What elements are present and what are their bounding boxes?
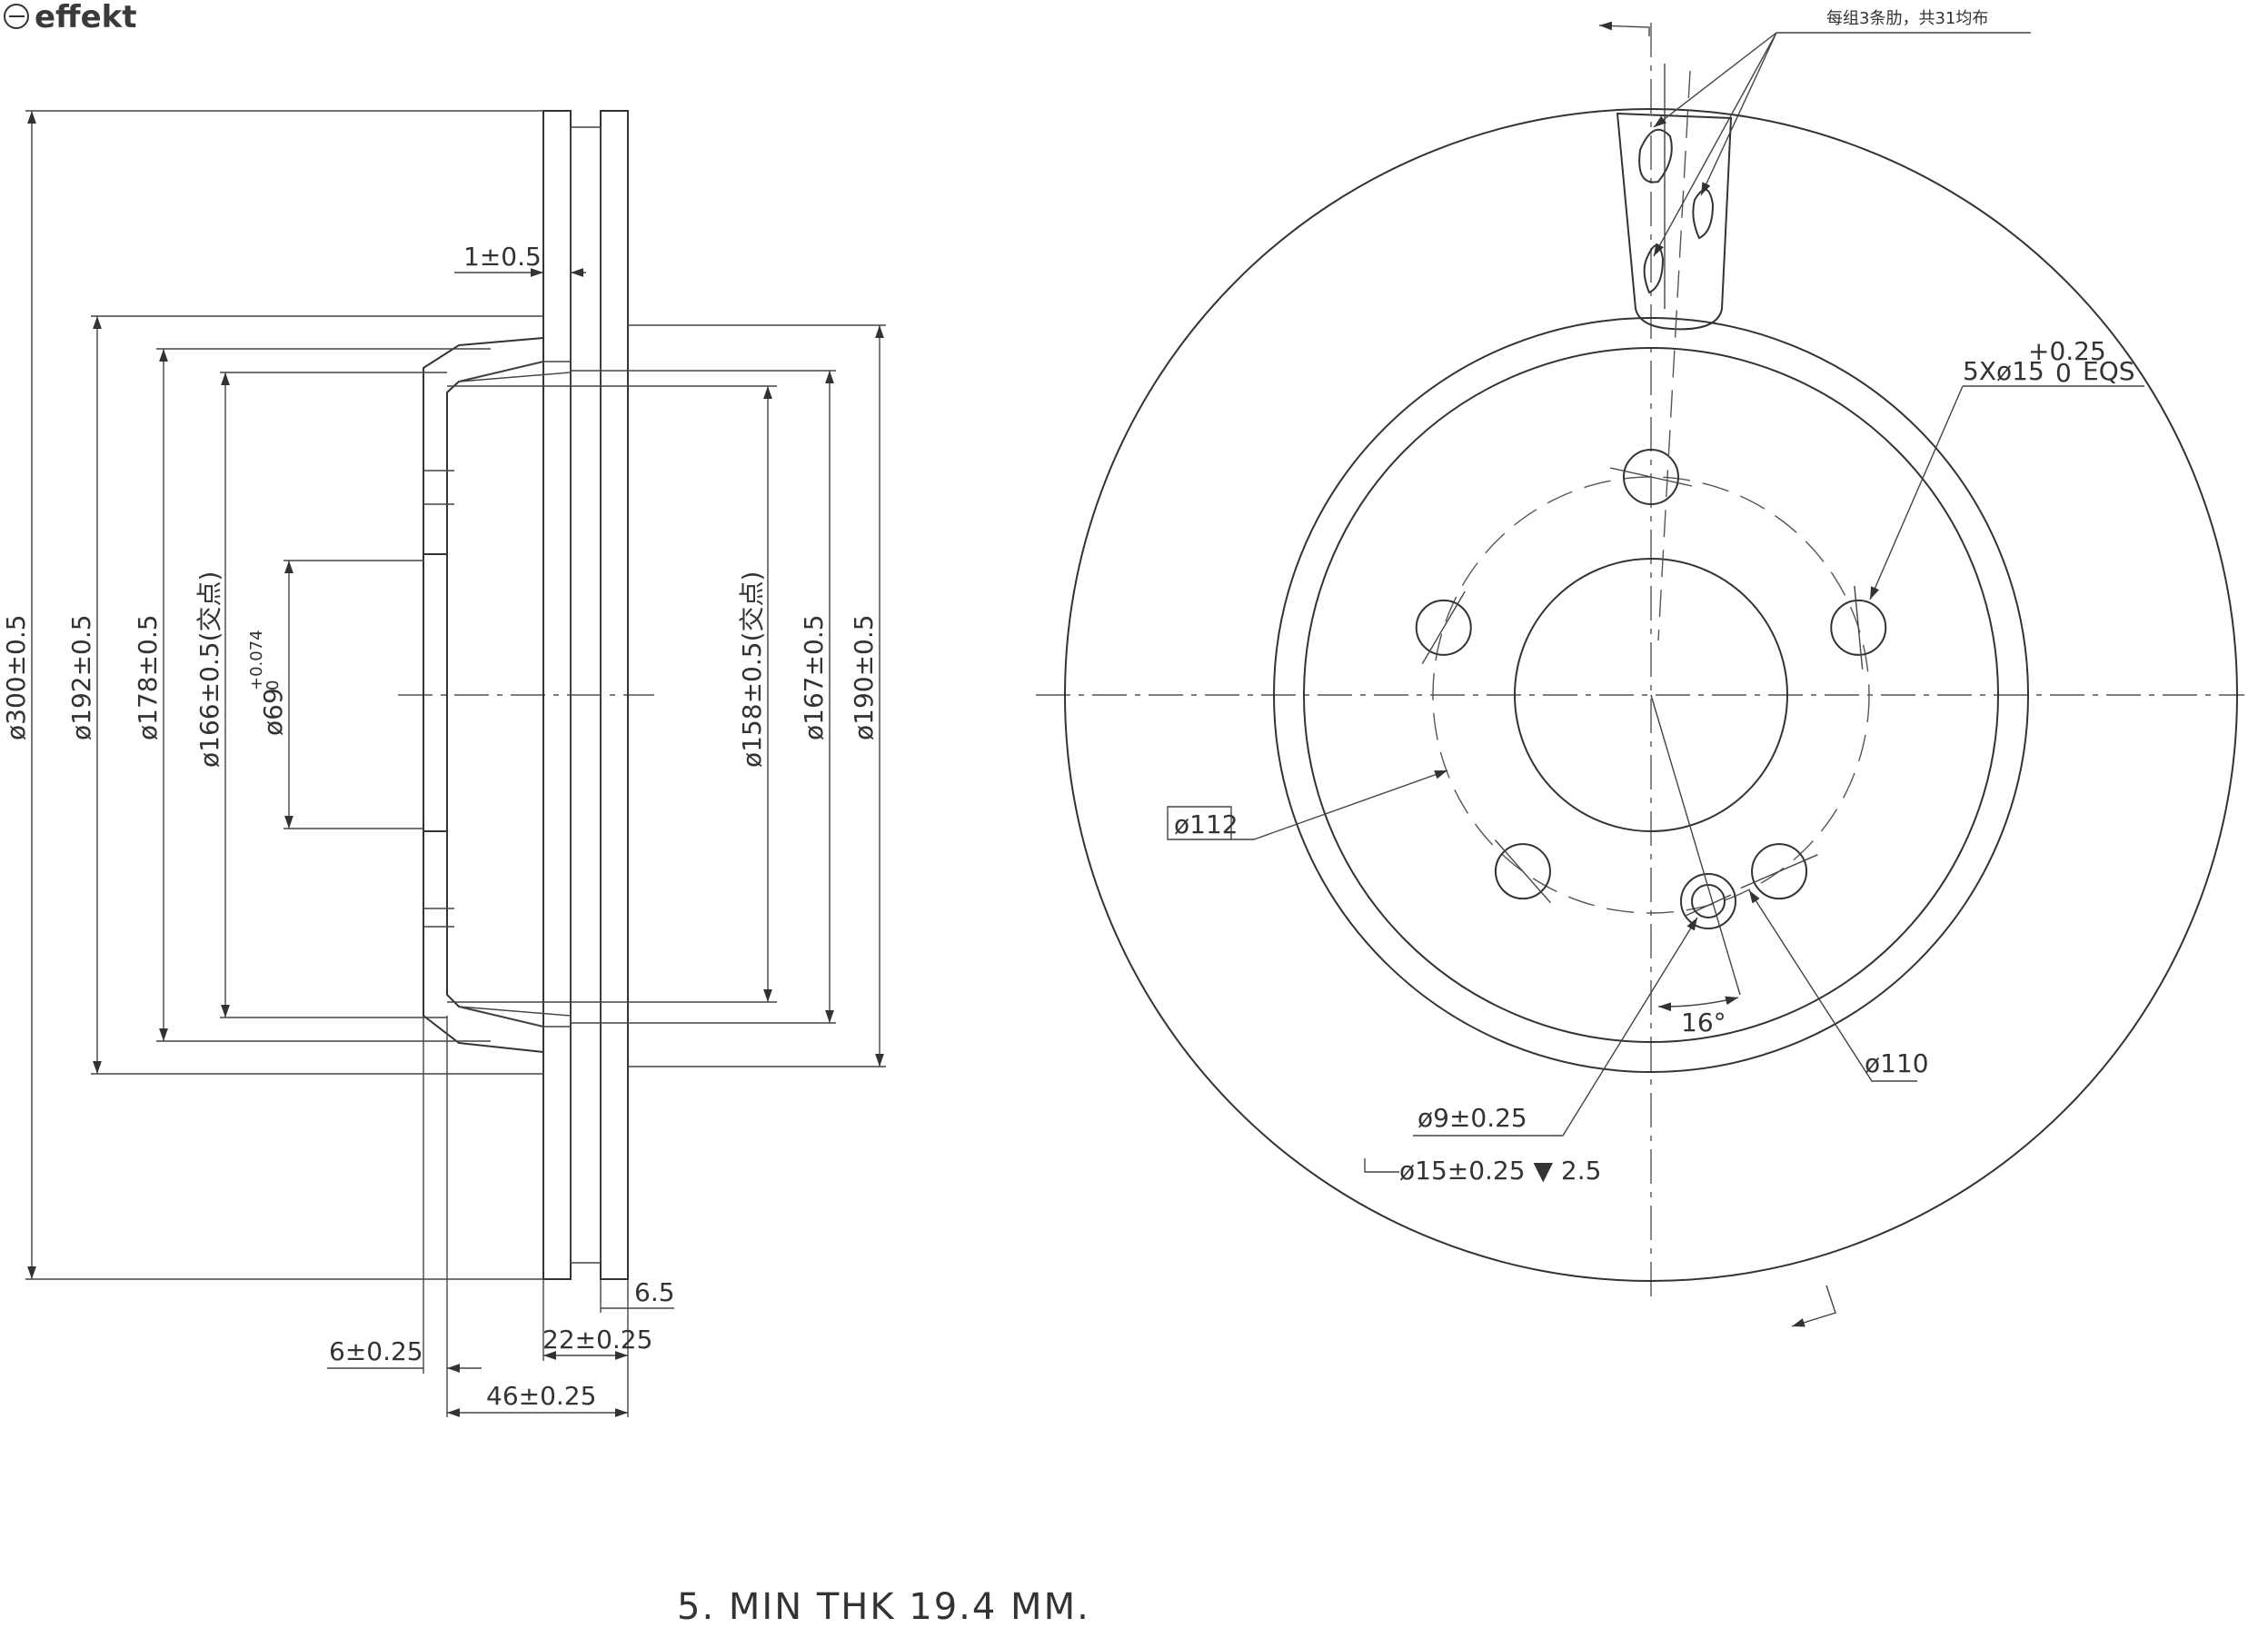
ribs-note: 每组3条肋，共31均布 [1826, 9, 1988, 28]
dim-height: 46±0.25 [486, 1381, 596, 1411]
rib-2-icon [1693, 190, 1713, 238]
rib-1-icon [1639, 130, 1672, 183]
bolt-hole-axis-2 [1855, 586, 1863, 670]
front-view: 每组3条肋，共31均布 5Xø15 +0.25 0 EQS ø112 ø110 … [1036, 9, 2244, 1326]
bolt-hole-axis-3 [1741, 855, 1818, 888]
dim-d69-lower: 0 [264, 680, 283, 690]
dim-d69-upper: +0.074 [247, 630, 266, 690]
dim-d158: ø158±0.5(交点) [737, 571, 767, 768]
vent-channel [571, 127, 601, 1263]
effekt-logo: effekt [5, 0, 137, 35]
dim-d69: ø69 [258, 688, 288, 736]
dim-d192: ø192±0.5 [66, 614, 96, 740]
bolt-hole-label: 5Xø15 [1963, 356, 2044, 386]
pin-counterbore [1681, 874, 1736, 928]
pcd-label: ø112 [1174, 809, 1238, 839]
hat-lower [423, 831, 543, 1052]
bolt-hole-axis-1 [1610, 468, 1692, 486]
friction-ring-inner-edge [1274, 318, 2028, 1072]
bolt-hole-group [1417, 450, 1886, 903]
bolt-hole-2 [1831, 601, 1885, 655]
angle-label: 16° [1681, 1008, 1726, 1037]
bolt-hole-lower: 0 [2055, 358, 2072, 388]
bolt-hole-4 [1496, 844, 1550, 898]
dim-flange: 6±0.25 [329, 1336, 423, 1366]
pcd-circle [1433, 477, 1869, 913]
bolt-hole-5 [1417, 601, 1471, 655]
dim-d300: ø300±0.5 [1, 614, 31, 740]
disc-outer-edge [1065, 109, 2237, 1281]
brand-name: effekt [35, 0, 137, 35]
bolt-hole-axis-5 [1422, 591, 1465, 663]
section-arrow-top [1599, 21, 1649, 36]
dim-thickness: 22±0.25 [542, 1325, 652, 1355]
dim-d167: ø167±0.5 [799, 614, 829, 740]
bolt-hole-3 [1752, 844, 1806, 898]
dim-runout: 1±0.5 [463, 242, 542, 272]
dim-d166: ø166±0.5(交点) [194, 571, 224, 768]
min-thickness-note: 5. MIN THK 19.4 MM. [677, 1586, 1090, 1628]
pin-hole-label: ø9±0.25 [1418, 1103, 1527, 1133]
rib-3-icon [1645, 245, 1663, 293]
hat-upper [423, 338, 543, 554]
center-bore [1515, 559, 1787, 831]
vent-rib-slot [1617, 114, 1731, 329]
dim-vane: 6.5 [634, 1277, 675, 1307]
bolt-hole-upper: +0.25 [2028, 336, 2106, 366]
hat-outer-edge [1304, 348, 1998, 1042]
pilot-label: ø110 [1865, 1048, 1929, 1078]
section-view: ø300±0.5 ø192±0.5 ø178±0.5 ø166±0.5(交点) … [1, 111, 886, 1417]
section-arrow-bottom [1792, 1286, 1835, 1326]
dim-d178: ø178±0.5 [133, 614, 163, 740]
bolt-hole-1 [1624, 450, 1678, 504]
pin-hole [1692, 885, 1725, 918]
counterbore-label: ø15±0.25 ▼ 2.5 [1399, 1156, 1601, 1186]
bolt-hole-suffix: EQS [2083, 356, 2135, 386]
bolt-hole-axis-4 [1495, 840, 1550, 903]
dim-d190: ø190±0.5 [849, 614, 879, 740]
